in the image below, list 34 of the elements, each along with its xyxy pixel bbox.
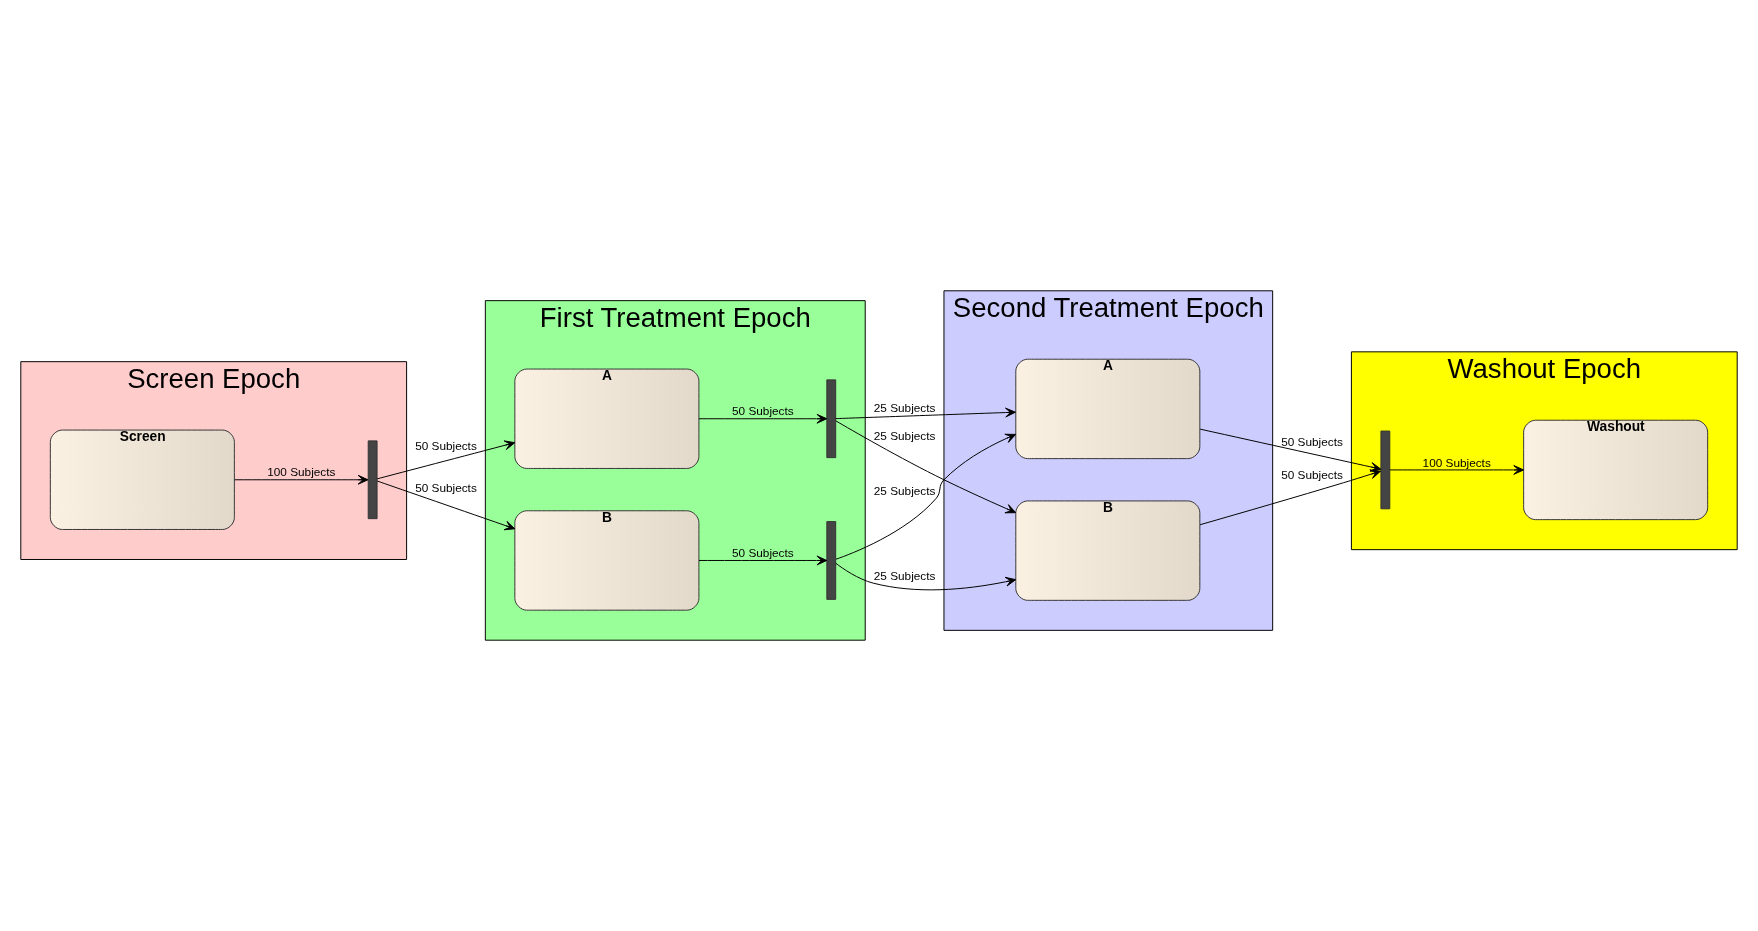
edge-label: 25 Subjects — [873, 429, 936, 444]
node-box: B — [514, 510, 700, 611]
arrow — [698, 555, 828, 566]
edge-label: 50 Subjects — [1281, 468, 1343, 483]
edge-label: 100 Subjects — [267, 465, 336, 480]
node-box: Washout — [1523, 419, 1709, 521]
edge-label: 100 Subjects — [1422, 455, 1491, 470]
arrow — [1199, 428, 1382, 472]
edge-label: 50 Subjects — [415, 438, 477, 453]
arrow — [376, 480, 516, 531]
arrow — [1389, 465, 1525, 475]
arrow — [698, 413, 828, 424]
node-bar — [826, 379, 837, 459]
arrow — [1199, 469, 1382, 526]
edge-label: 50 Subjects — [1281, 434, 1343, 449]
edge-label: 50 Subjects — [415, 481, 477, 496]
node-box: A — [514, 368, 700, 469]
node-bar — [826, 521, 837, 600]
edge-label: 25 Subjects — [873, 568, 936, 583]
arrow — [234, 474, 369, 485]
edge-label: 50 Subjects — [732, 404, 794, 419]
edge-label: 25 Subjects — [873, 401, 936, 416]
node-box: B — [1015, 500, 1201, 601]
edge-label: 25 Subjects — [873, 484, 936, 499]
edge-label: 50 Subjects — [732, 546, 794, 561]
arrow — [376, 440, 516, 480]
arrow — [835, 407, 1016, 420]
node-bar — [367, 440, 378, 520]
arrow — [835, 420, 1017, 514]
node-box: A — [1015, 358, 1201, 460]
arrow — [835, 433, 1017, 560]
node-bar — [1380, 430, 1391, 510]
arrow — [835, 562, 1017, 591]
node-box: Screen — [49, 429, 235, 530]
